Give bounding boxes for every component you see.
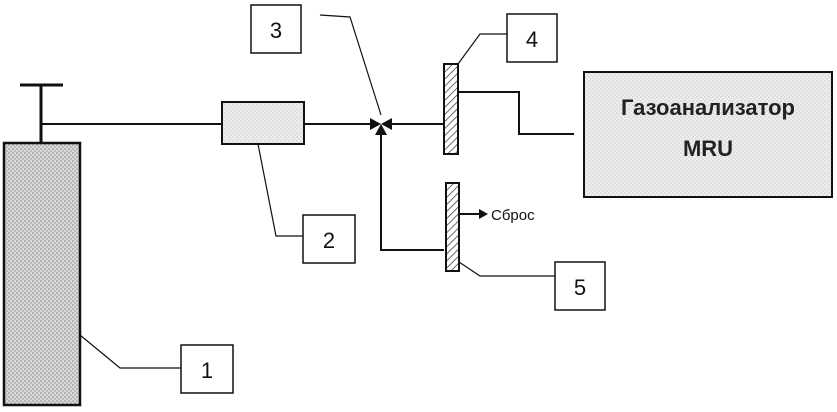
leader-line-2: [257, 143, 303, 237]
rotameter-5: [445, 182, 460, 272]
tee-arrow-left: [370, 118, 381, 130]
pipe-tee-to-rotameter5: [380, 135, 444, 251]
tee-arrow-down: [375, 124, 387, 135]
gas-cylinder: [2, 83, 82, 407]
tee-junction: [370, 118, 392, 135]
filter: [221, 101, 305, 145]
analyzer-title: Газоанализатор: [621, 95, 795, 120]
leader-line-4: [457, 33, 507, 65]
label-1-text: 1: [201, 358, 213, 383]
rotameter-4: [443, 63, 459, 155]
tee-arrow-right: [381, 118, 392, 130]
label-1: 1: [180, 344, 234, 394]
analyzer-box: [583, 71, 833, 198]
label-5: 5: [554, 261, 606, 311]
cylinder-body: [2, 141, 82, 407]
vent-arrow-head: [479, 209, 488, 219]
label-3-text: 3: [270, 18, 282, 43]
analyzer-model: MRU: [683, 136, 733, 161]
label-3: 3: [250, 4, 302, 54]
label-4-text: 4: [526, 27, 538, 52]
label-2-text: 2: [323, 228, 335, 253]
vent-label: Сброс: [491, 207, 535, 224]
leader-line-5: [458, 261, 555, 277]
label-5-text: 5: [574, 275, 586, 300]
label-2: 2: [302, 214, 356, 264]
leader-line-1: [79, 334, 181, 369]
pipe-rotameter4-to-analyzer: [458, 91, 574, 135]
gas-analyzer: Газоанализатор MRU: [583, 71, 833, 198]
leader-line-3: [319, 14, 382, 116]
label-4: 4: [506, 13, 558, 63]
